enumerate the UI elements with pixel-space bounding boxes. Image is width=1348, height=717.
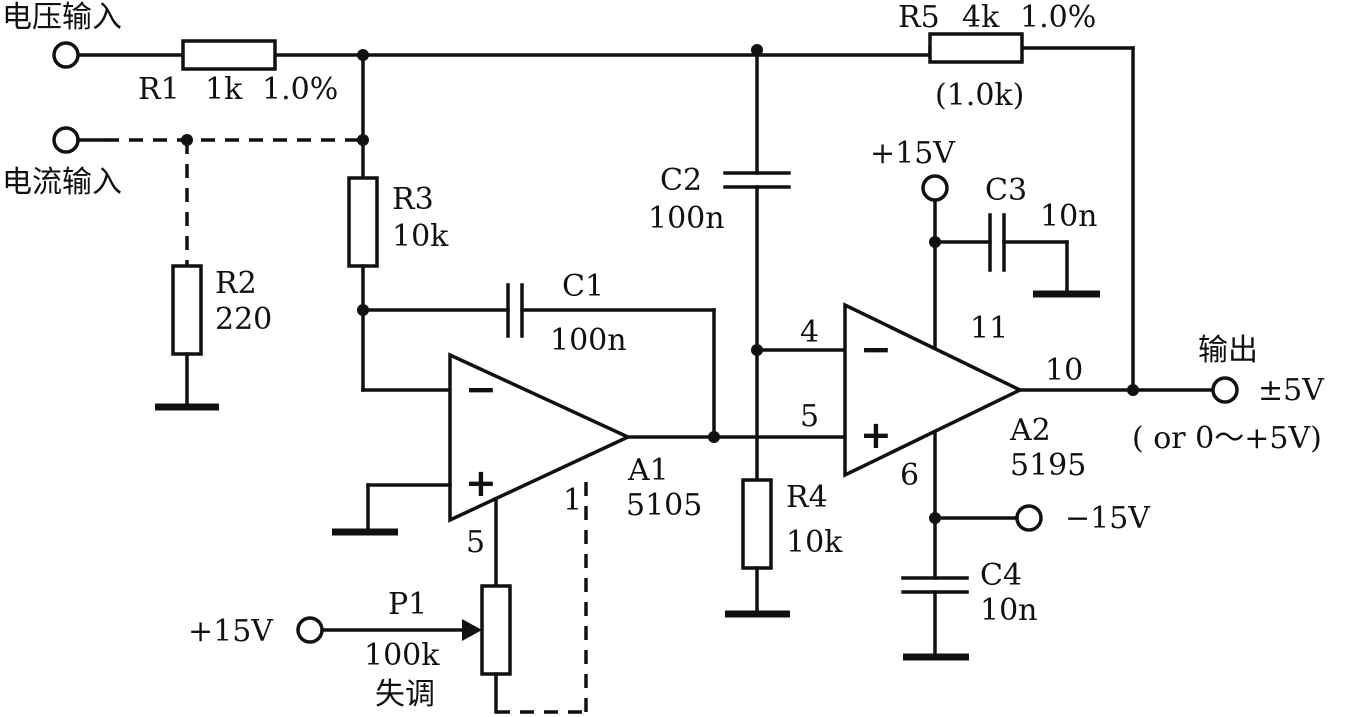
- output-terminal: [1211, 376, 1239, 404]
- c1-value: 100n: [550, 323, 627, 358]
- c1-name: C1: [562, 269, 604, 304]
- output-alt-range: ( or 0～+5V): [1132, 421, 1322, 456]
- resistor-r4: [741, 478, 773, 570]
- junction-node-c2-top: [751, 44, 763, 56]
- resistor-r2: [171, 264, 203, 356]
- c2-value: 100n: [648, 201, 725, 236]
- junction-node-output: [1127, 384, 1139, 396]
- p1-wiper-arrow-icon: [462, 619, 482, 641]
- p1-function: 失调: [375, 677, 435, 712]
- a2-plus-sign: +: [860, 413, 892, 457]
- r4-name: R4: [786, 480, 828, 515]
- a2-pin-vminus-6: 6: [900, 458, 919, 493]
- junction-node-current: [357, 134, 369, 146]
- a2-part: 5195: [1010, 448, 1086, 483]
- resistor-r3: [347, 176, 379, 268]
- voltage-input-label: 电压输入: [2, 0, 122, 35]
- r4-value: 10k: [786, 525, 843, 560]
- r3-name: R3: [392, 182, 434, 217]
- opamp-a1: [448, 352, 633, 523]
- resistor-r1: [181, 39, 277, 71]
- a2-pin-plus-5: 5: [800, 399, 819, 434]
- r5-name: R5: [898, 0, 940, 35]
- c2-name: C2: [660, 163, 702, 198]
- p1-name: P1: [388, 587, 427, 622]
- output-label: 输出: [1198, 333, 1258, 368]
- junction-node-a1-out: [708, 431, 720, 443]
- output-range: ±5V: [1258, 373, 1325, 408]
- a1-part: 5105: [626, 488, 702, 523]
- current-input-terminal: [52, 126, 80, 154]
- a1-minus-sign: −: [465, 367, 497, 411]
- r5-alt-value: (1.0k): [935, 78, 1024, 113]
- r5-value: 4k: [962, 0, 1000, 35]
- potentiometer-p1: [480, 584, 512, 676]
- a2-neg-supply-terminal: [1015, 504, 1043, 532]
- a2-pin-out-10: 10: [1045, 353, 1083, 388]
- r3-value: 10k: [392, 219, 449, 254]
- p1-supply-terminal: [296, 616, 324, 644]
- r1-name: R1: [138, 72, 180, 107]
- p1-supply-label: +15V: [188, 614, 274, 649]
- r5-tolerance: 1.0%: [1020, 0, 1096, 35]
- r2-name: R2: [215, 266, 257, 301]
- a2-neg-supply-label: −15V: [1065, 501, 1151, 536]
- c3-name: C3: [985, 173, 1027, 208]
- a2-minus-sign: −: [860, 327, 892, 371]
- p1-value: 100k: [364, 638, 440, 673]
- a2-pin-vplus-11: 11: [970, 311, 1008, 346]
- top-rail-wires: [76, 46, 1135, 392]
- a1-name: A1: [627, 453, 669, 488]
- a1-pin-null-1: 1: [563, 483, 582, 518]
- r2-value: 220: [215, 302, 272, 337]
- c4-name: C4: [980, 558, 1022, 593]
- a2-pin-minus-4: 4: [800, 315, 819, 350]
- current-input-label: 电流输入: [2, 165, 122, 200]
- c4-value: 10n: [980, 593, 1038, 628]
- a2-name: A2: [1009, 413, 1051, 448]
- resistor-r5: [928, 32, 1024, 64]
- a2-pos-supply-label: +15V: [870, 136, 956, 171]
- r1-tolerance: 1.0%: [262, 72, 338, 107]
- opamp-a2: [843, 302, 1025, 478]
- r1-value: 1k: [205, 72, 243, 107]
- c3-value: 10n: [1040, 199, 1098, 234]
- voltage-input-terminal: [52, 41, 80, 69]
- a1-pin-plus-5: 5: [466, 525, 485, 560]
- a2-pos-supply-terminal: [921, 174, 949, 202]
- a1-plus-sign: +: [465, 461, 497, 505]
